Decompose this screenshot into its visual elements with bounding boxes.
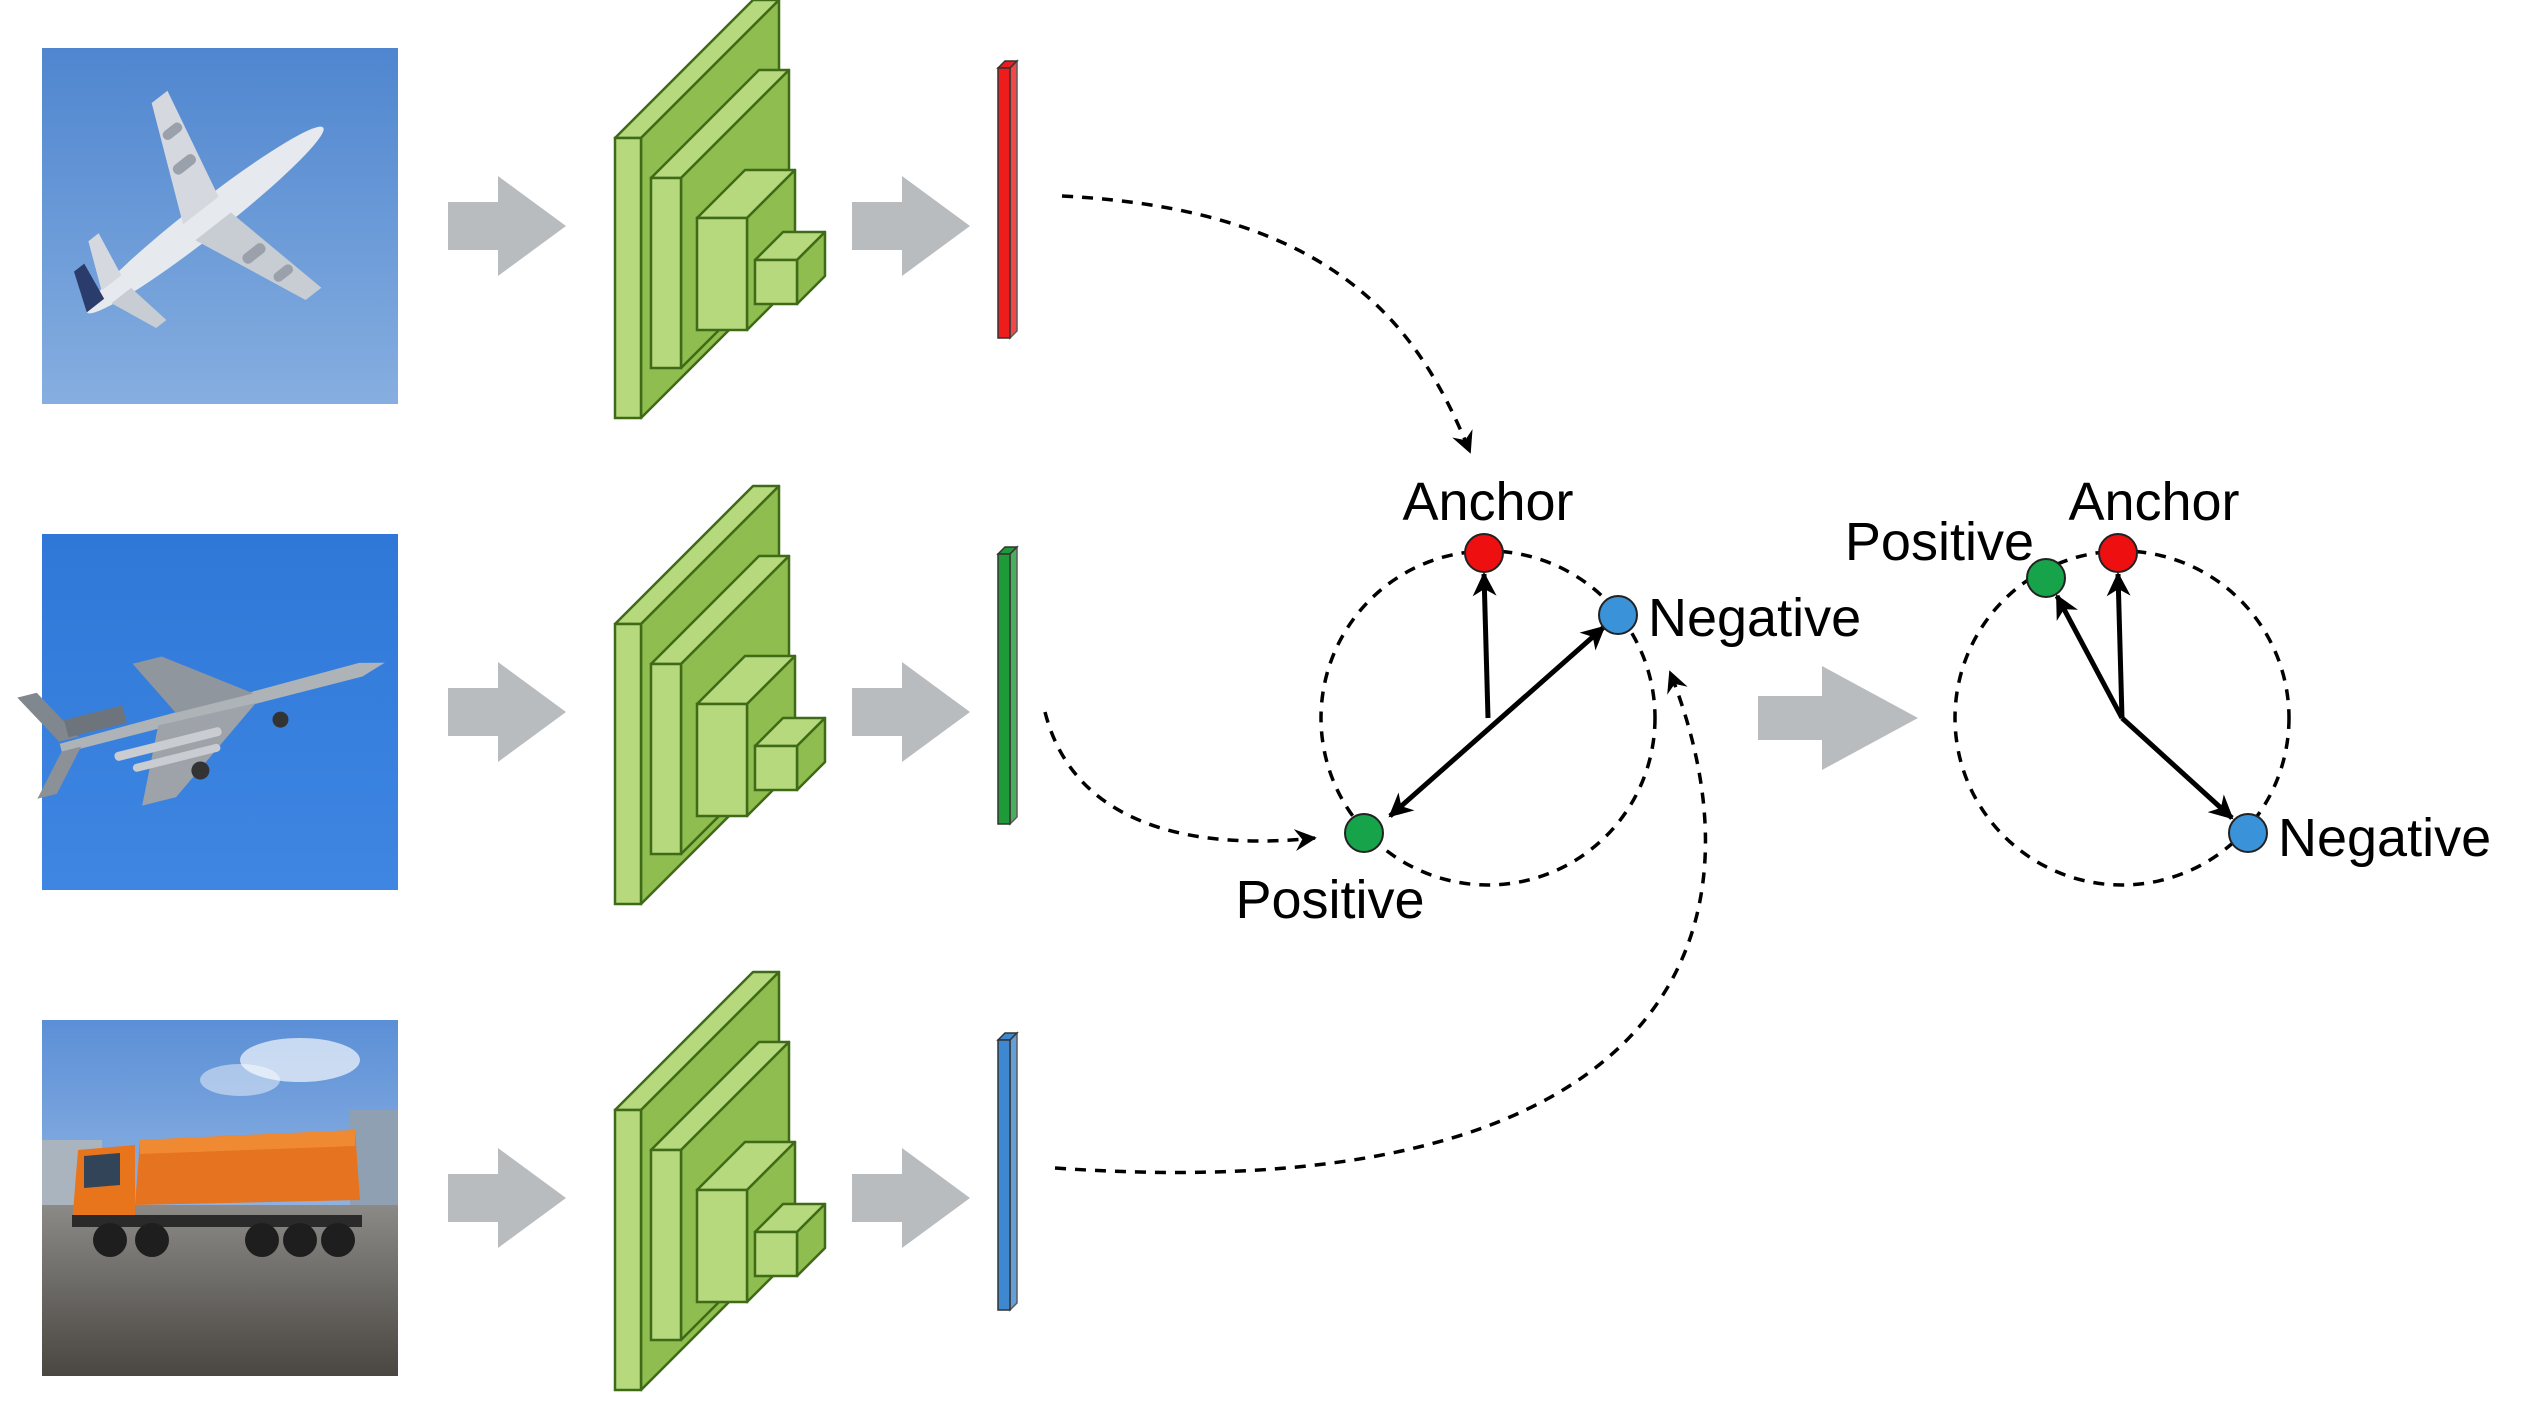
input-image-fighter-jet <box>17 534 398 890</box>
embedding-mapping-arrows <box>1043 194 1708 1175</box>
anchor-mapping-arrow <box>1061 194 1473 454</box>
image-to-cnn-arrow <box>448 1148 566 1248</box>
feature-vector-bar <box>996 545 1019 826</box>
positive-mapping-arrow <box>1043 711 1317 852</box>
positive-point <box>1344 813 1384 853</box>
cnn-to-feature-arrow <box>852 662 970 762</box>
negative-point <box>2228 813 2268 853</box>
negative-vector-after <box>2120 716 2234 820</box>
cnn-blocks <box>613 0 827 1392</box>
positive-vector-after <box>2054 594 2125 720</box>
input-image-dump-truck <box>42 1020 398 1376</box>
input-image-airplane <box>42 48 398 404</box>
positive-point <box>2026 558 2066 598</box>
feature-vectors <box>996 59 1019 1312</box>
cnn-feature-extractor <box>613 484 827 906</box>
positive-label: Positive <box>1235 870 1424 930</box>
embedding-after-training: Anchor Positive Negative <box>1845 472 2491 887</box>
anchor-label: Anchor <box>1402 472 1573 532</box>
cnn-feature-extractor <box>613 970 827 1392</box>
training-transition-arrow <box>1758 666 1918 770</box>
anchor-point <box>2098 533 2138 573</box>
cnn-feature-extractor <box>613 0 827 420</box>
dump-truck-icon <box>72 1130 362 1257</box>
negative-point <box>1598 595 1638 635</box>
positive-label: Positive <box>1845 512 2034 572</box>
airliner-icon <box>73 90 324 328</box>
image-to-cnn-arrow <box>448 662 566 762</box>
flow-arrows <box>448 176 970 1248</box>
fighter-jet-icon <box>17 656 385 806</box>
positive-negative-distance-before <box>1388 625 1606 818</box>
anchor-vector-before <box>1472 572 1497 719</box>
feature-vector-bar <box>996 1031 1019 1312</box>
negative-mapping-arrow <box>1054 670 1708 1175</box>
anchor-vector-after <box>2106 572 2131 719</box>
cnn-to-feature-arrow <box>852 176 970 276</box>
image-to-cnn-arrow <box>448 176 566 276</box>
anchor-label: Anchor <box>2068 472 2239 532</box>
anchor-point <box>1464 533 1504 573</box>
cnn-to-feature-arrow <box>852 1148 970 1248</box>
negative-label: Negative <box>1648 588 1861 648</box>
feature-vector-bar <box>996 59 1019 340</box>
negative-label: Negative <box>2278 808 2491 868</box>
embedding-before-training: Anchor Negative Positive <box>1235 472 1861 930</box>
